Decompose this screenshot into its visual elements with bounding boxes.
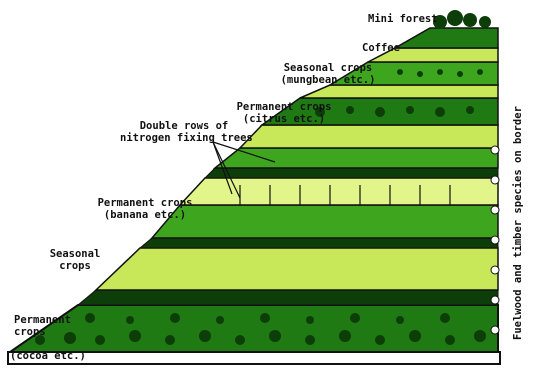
label-nitrogen-rows: Double rows of nitrogen fixing trees <box>120 120 248 144</box>
band-light-upper <box>240 125 498 148</box>
band-top <box>395 28 498 48</box>
band-hedgerow-2 <box>140 238 498 248</box>
label-seasonal-line2: crops <box>45 260 105 272</box>
label-nitrogen-rows-line2: nitrogen fixing trees <box>120 132 248 144</box>
band-seasonal-dark <box>152 205 498 238</box>
band-seasonal <box>96 248 498 290</box>
label-permanent-cocoa-line1: Permanent <box>14 314 71 326</box>
label-seasonal-line1: Seasonal <box>45 248 105 260</box>
band-mid <box>215 148 498 168</box>
label-mini-forest: Mini forest <box>368 13 438 25</box>
label-seasonal: Seasonal crops <box>45 248 105 272</box>
label-nitrogen-rows-line1: Double rows of <box>120 120 248 132</box>
label-permanent-cocoa: Permanent crops <box>14 314 71 338</box>
label-coffee: Coffee <box>362 42 400 54</box>
label-permanent-cocoa-line2: crops <box>14 326 71 338</box>
label-permanent-cocoa-note: (cocoa etc.) <box>10 350 86 362</box>
label-border-species: Fuelwood and timber species on border <box>508 40 528 340</box>
terrace-bands <box>8 28 500 364</box>
label-seasonal-mungbean: Seasonal crops (mungbean etc.) <box>278 62 378 86</box>
label-seasonal-mungbean-line2: (mungbean etc.) <box>278 74 378 86</box>
label-seasonal-mungbean-line1: Seasonal crops <box>278 62 378 74</box>
label-permanent-banana-line2: (banana etc.) <box>90 209 200 221</box>
label-permanent-banana-line1: Permanent crops <box>90 197 200 209</box>
band-upper-light <box>300 85 498 98</box>
band-hedgerow-3 <box>205 168 498 178</box>
band-hedgerow-1 <box>78 290 498 305</box>
band-cocoa <box>10 305 498 352</box>
label-permanent-banana: Permanent crops (banana etc.) <box>90 197 200 221</box>
label-permanent-citrus-line1: Permanent crops <box>232 101 336 113</box>
